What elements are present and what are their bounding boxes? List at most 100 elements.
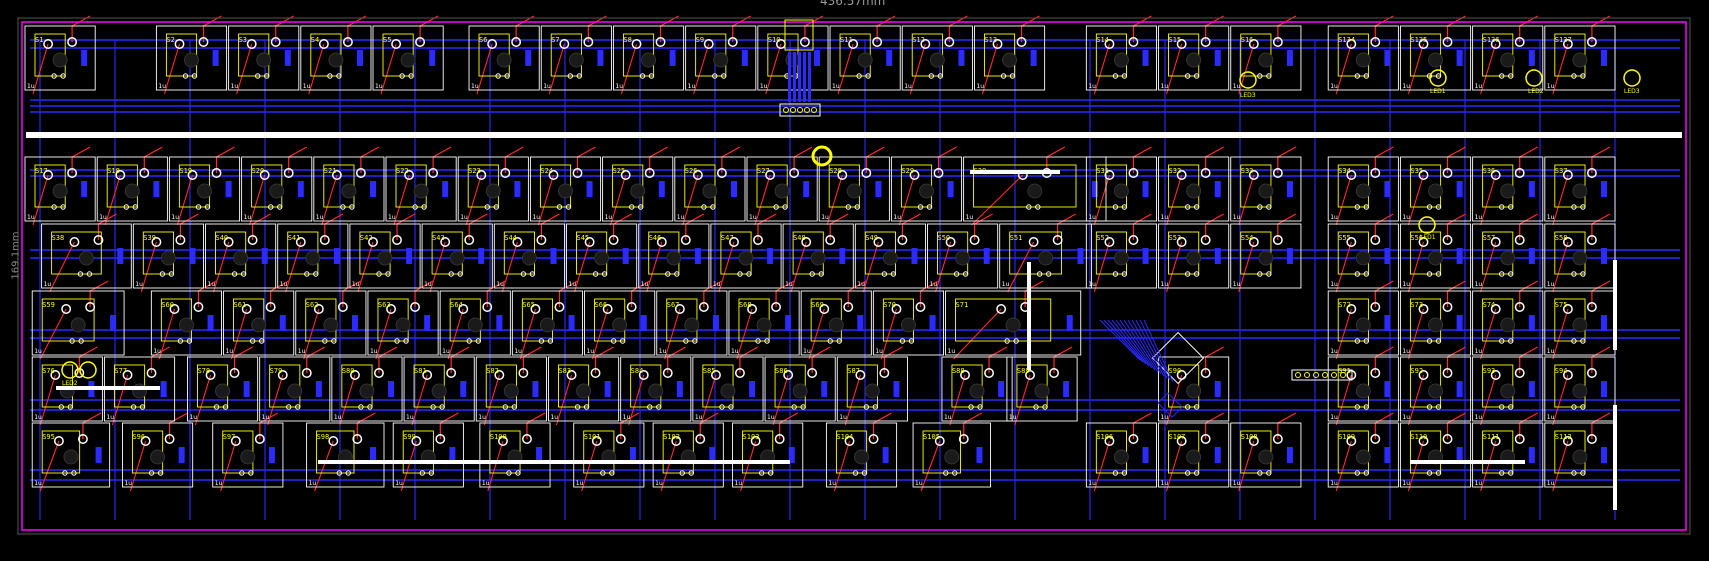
unit-label: 1u [1161, 281, 1169, 288]
diode-pad [1286, 248, 1293, 264]
switch-pad [855, 370, 866, 380]
switch-outline [836, 356, 908, 422]
switch-center-hole [1500, 250, 1516, 266]
switch-label: S74 [1483, 301, 1496, 309]
switch-pad [1418, 170, 1429, 180]
led-pad [60, 204, 66, 210]
switch-pad [67, 168, 78, 178]
switch-pad [518, 368, 529, 378]
unit-label: 1u [875, 348, 883, 355]
unit-label: 1u [395, 480, 403, 487]
switch-pad [61, 304, 72, 314]
diode-pad [1063, 381, 1070, 397]
led-pad [755, 338, 761, 344]
unit-label: 1u [543, 83, 551, 90]
switch-label: S59 [42, 301, 55, 309]
switch-center-hole [1355, 383, 1371, 399]
switch-pad [530, 304, 541, 314]
top-trace [1335, 374, 1352, 426]
unit-label: 1u [334, 414, 342, 421]
switch-center-hole [854, 449, 870, 465]
top-trace [501, 241, 518, 293]
mcu-trace [1131, 319, 1165, 377]
top-trace [231, 308, 248, 360]
unit-label: 1u [44, 281, 52, 288]
switch-label: S45 [577, 234, 590, 242]
switch-label: S98 [317, 433, 330, 441]
switch-pad [122, 370, 133, 380]
top-trace [32, 174, 49, 226]
switch-pad [1562, 370, 1573, 380]
top-trace [1166, 440, 1183, 492]
switch-label: S39 [143, 234, 156, 242]
diode-pad [1601, 447, 1608, 463]
switch-pad [1025, 370, 1035, 380]
switch-label: S112 [1555, 433, 1572, 441]
top-trace [1480, 241, 1497, 293]
unit-label: 1u [316, 214, 324, 221]
switch-pad [698, 302, 709, 312]
diode-pad [669, 50, 676, 66]
switch-pad [807, 368, 818, 378]
switch-pad [1490, 170, 1501, 180]
switch-outline [872, 290, 944, 356]
diode-pad [424, 315, 431, 331]
unit-label: 1u [496, 281, 504, 288]
switch-label: S33 [1241, 167, 1254, 175]
switch-pad [1049, 368, 1059, 378]
top-trace [400, 440, 417, 492]
switch-pad [1562, 170, 1573, 180]
unit-label: 1u [832, 83, 840, 90]
unit-label: 1u [1088, 281, 1096, 288]
unit-label: 1u [189, 414, 197, 421]
unit-label: 1u [839, 414, 847, 421]
top-trace [308, 43, 325, 95]
diode-pad [525, 50, 532, 66]
switch-pad [548, 170, 559, 180]
diode-pad [1092, 181, 1098, 197]
header-pin [1313, 372, 1319, 378]
switch-silk [1009, 231, 1063, 275]
switch-pad [692, 170, 703, 180]
unit-label: 1u [1547, 214, 1555, 221]
switch-pad [328, 436, 339, 446]
switch-pad [1370, 302, 1381, 312]
diode-pad [821, 381, 828, 397]
unit-label: 1u [303, 83, 311, 90]
diode-pad [709, 447, 716, 463]
switch-center-hole [684, 317, 700, 333]
switch-pad [139, 168, 150, 178]
switch-outline [295, 290, 367, 356]
switch-pad [656, 237, 667, 247]
switch-pad [313, 304, 324, 314]
switch-outline [241, 156, 313, 222]
unit-label: 1u [1161, 214, 1169, 221]
switch-outline [825, 422, 898, 488]
switch-label: S84 [631, 367, 644, 375]
switch-center-hole [233, 250, 249, 266]
led-pad [908, 338, 915, 344]
switch-outline [24, 25, 96, 91]
switch-outline [692, 356, 764, 422]
diode-pad [586, 181, 593, 197]
switch-pad [140, 436, 151, 446]
switch-center-hole [1258, 250, 1274, 266]
led-pad [249, 338, 256, 344]
switch-pad [223, 237, 234, 247]
switch-pad [1104, 436, 1115, 446]
switch-pad [608, 235, 619, 245]
led-pad [638, 204, 644, 210]
switch-label: S38 [52, 234, 65, 242]
usb-line [798, 52, 801, 102]
unit-label: 1u [623, 414, 631, 421]
led-pad [148, 470, 155, 476]
top-trace [1480, 440, 1497, 492]
unit-label: 1u [1402, 348, 1410, 355]
switch-center-hole [1038, 250, 1054, 266]
